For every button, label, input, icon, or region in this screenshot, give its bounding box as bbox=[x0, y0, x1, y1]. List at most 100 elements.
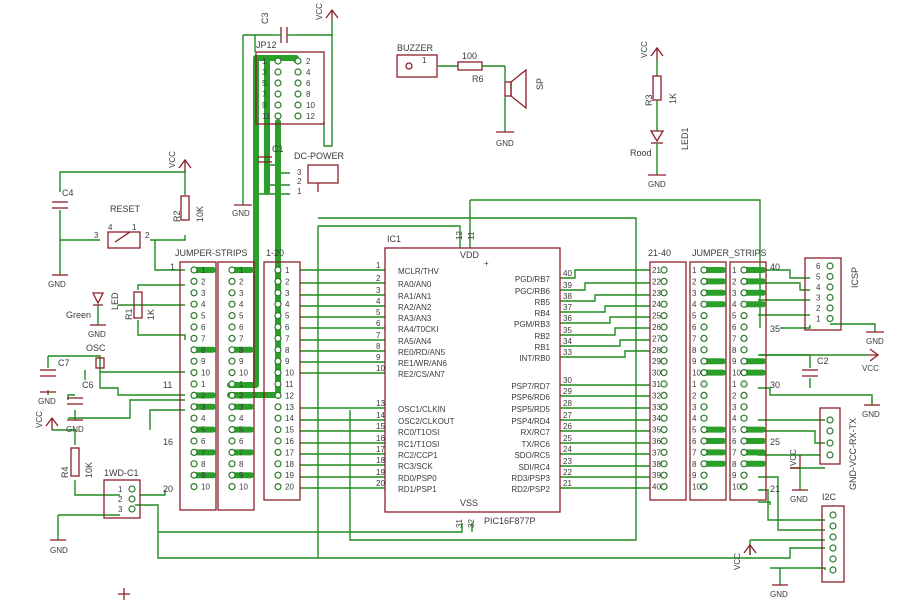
ic-pin-number: 23 bbox=[563, 457, 572, 466]
gnd-speaker-label: GND bbox=[496, 139, 514, 148]
strip-pad bbox=[190, 471, 198, 479]
strip-pad bbox=[228, 277, 236, 285]
strip-pin-number: 8 bbox=[732, 460, 737, 469]
strip-pin-number: 1 bbox=[732, 266, 737, 275]
strip-pad bbox=[660, 323, 668, 331]
strip-pad bbox=[740, 277, 748, 285]
strip-pad bbox=[700, 448, 708, 456]
strip-pad bbox=[228, 414, 236, 422]
strip-pin-number: 2 bbox=[239, 277, 244, 286]
strip-pad bbox=[660, 289, 668, 297]
c3-label: C3 bbox=[260, 12, 270, 24]
strip-pad bbox=[228, 426, 236, 434]
strip-pad bbox=[190, 266, 198, 274]
strip-pin-number: 9 bbox=[692, 357, 697, 366]
right-mark-25: 25 bbox=[770, 437, 780, 447]
ic-pin-name: INT/RB0 bbox=[519, 354, 550, 363]
rxtx-label: GND-VCC-RX-TX bbox=[848, 418, 858, 490]
strip-pad bbox=[740, 323, 748, 331]
strip-pin-number: 7 bbox=[201, 448, 206, 457]
led1-color: Rood bbox=[630, 148, 652, 158]
strip-pad bbox=[740, 266, 748, 274]
i2c-pad bbox=[829, 533, 837, 541]
ic-pin-number: 20 bbox=[376, 479, 385, 488]
led-green-color: Green bbox=[66, 310, 91, 320]
ic-pin-name: RB5 bbox=[534, 298, 550, 307]
strip-pad bbox=[700, 369, 708, 377]
strip-pad bbox=[190, 380, 198, 388]
strip-pad bbox=[228, 357, 236, 365]
strip-pin-number: 37 bbox=[652, 448, 661, 457]
strip-pin-number: 1 bbox=[732, 380, 737, 389]
i2c-pad bbox=[829, 511, 837, 519]
ic-pin-name: RC0/T1OSI bbox=[398, 428, 439, 437]
icsp-pad bbox=[826, 293, 834, 302]
ic-pin-name: RD3/PSP3 bbox=[511, 474, 550, 483]
left-mark-20: 20 bbox=[163, 484, 173, 494]
strip-pin-number: 8 bbox=[732, 346, 737, 355]
strip-pad bbox=[700, 277, 708, 285]
reset-body bbox=[107, 231, 141, 249]
i2c-connector: I2C VCC GND bbox=[733, 492, 845, 599]
speaker: SP GND bbox=[496, 66, 545, 148]
ic-pin-number: 21 bbox=[563, 479, 572, 488]
strip-pin-number: 4 bbox=[732, 300, 737, 309]
strip-pad bbox=[190, 277, 198, 285]
strip-pin-number: 1 bbox=[201, 380, 206, 389]
strip-pin-number: 19 bbox=[285, 471, 294, 480]
ic-pin-name: PGM/RB3 bbox=[514, 320, 551, 329]
i2c-pads bbox=[829, 511, 837, 574]
strip-pin-number: 10 bbox=[732, 483, 741, 492]
strip-pin-number: 8 bbox=[692, 346, 697, 355]
ic-pin-name: MCLR/THV bbox=[398, 267, 440, 276]
c7-label: C7 bbox=[58, 358, 70, 368]
ic-pin-name: RD0/PSP0 bbox=[398, 474, 437, 483]
strip-pin-number: 7 bbox=[692, 334, 697, 343]
ic-pin-name: TX/RC6 bbox=[522, 440, 551, 449]
right-strip-a bbox=[649, 261, 687, 501]
strip-pad bbox=[274, 334, 282, 342]
strip-pad bbox=[740, 300, 748, 308]
strip-pad bbox=[700, 483, 708, 491]
ic-pin-number: 25 bbox=[563, 434, 572, 443]
strip-pad bbox=[228, 323, 236, 331]
strip-pad bbox=[660, 277, 668, 285]
osc-group: OSC C7 GND C6 GND bbox=[38, 343, 106, 434]
reset-pin-2: 2 bbox=[145, 231, 150, 240]
strip-pad bbox=[660, 471, 668, 479]
strip-pad bbox=[274, 403, 282, 411]
strip-pad bbox=[740, 471, 748, 479]
rxtx-pad-1 bbox=[826, 451, 834, 459]
strip-pad bbox=[274, 346, 282, 354]
strip-pad bbox=[740, 448, 748, 456]
ic-center-plus: + bbox=[484, 259, 489, 268]
strip-pad bbox=[660, 460, 668, 468]
onewire-label: 1WD-C1 bbox=[104, 468, 139, 478]
ic-vss-pin-a: 31 bbox=[455, 519, 464, 528]
ic-pin-number: 19 bbox=[376, 468, 385, 477]
buzzer-label: BUZZER bbox=[397, 43, 434, 53]
ic-pin-name: RA3/AN3 bbox=[398, 314, 432, 323]
strip-pin-number: 25 bbox=[652, 312, 661, 321]
ic-pin-number: 8 bbox=[376, 342, 381, 351]
strip-pin-number: 23 bbox=[652, 289, 661, 298]
osc-body bbox=[95, 357, 105, 369]
jp12-pin-number: 7 bbox=[262, 90, 267, 99]
strip-pad bbox=[228, 300, 236, 308]
strip-pin-number: 17 bbox=[285, 448, 294, 457]
r4-ref: R4 bbox=[60, 466, 70, 478]
strip-pin-number: 9 bbox=[732, 471, 737, 480]
speaker-cone bbox=[510, 68, 527, 110]
strip-pin-number: 6 bbox=[201, 323, 206, 332]
strip-pin-number: 30 bbox=[652, 369, 661, 378]
ic-right-pins: 40PGD/RB739PGC/RB638RB537RB436PGM/RB335R… bbox=[511, 269, 572, 494]
r2-value: 10K bbox=[195, 206, 205, 222]
strip-pad bbox=[740, 312, 748, 320]
ic-pin-name: RC2/CCP1 bbox=[398, 451, 438, 460]
strip-pad bbox=[228, 460, 236, 468]
rxtx-pad-3 bbox=[826, 427, 834, 435]
icsp-label: ICSP bbox=[850, 267, 860, 288]
ic-pin-number: 30 bbox=[563, 376, 572, 385]
